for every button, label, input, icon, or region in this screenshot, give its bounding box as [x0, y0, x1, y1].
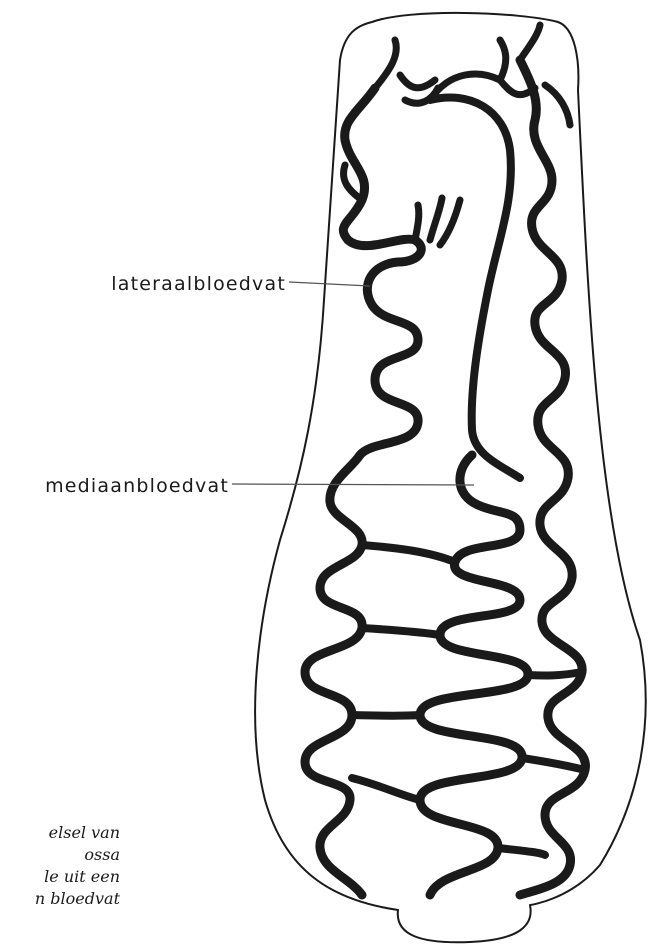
leader-line-lateral	[289, 282, 370, 286]
median-vessel	[430, 97, 520, 478]
label-median-vessel: mediaanbloedvat	[45, 475, 229, 497]
label-lateral-vessel: lateraalbloedvat	[111, 273, 286, 295]
leader-line-median	[232, 484, 474, 485]
caption-line-2: ossa	[0, 844, 120, 866]
caption-line-1: elsel van	[0, 822, 120, 844]
caption-line-3: le uit een	[0, 866, 120, 888]
organ-outline	[255, 13, 646, 942]
lateral-vessel	[305, 88, 421, 895]
caption-line-4: n bloedvat	[0, 888, 120, 910]
figure-caption: elsel van ossa le uit een n bloedvat	[0, 822, 120, 945]
middle-loops	[420, 455, 528, 895]
